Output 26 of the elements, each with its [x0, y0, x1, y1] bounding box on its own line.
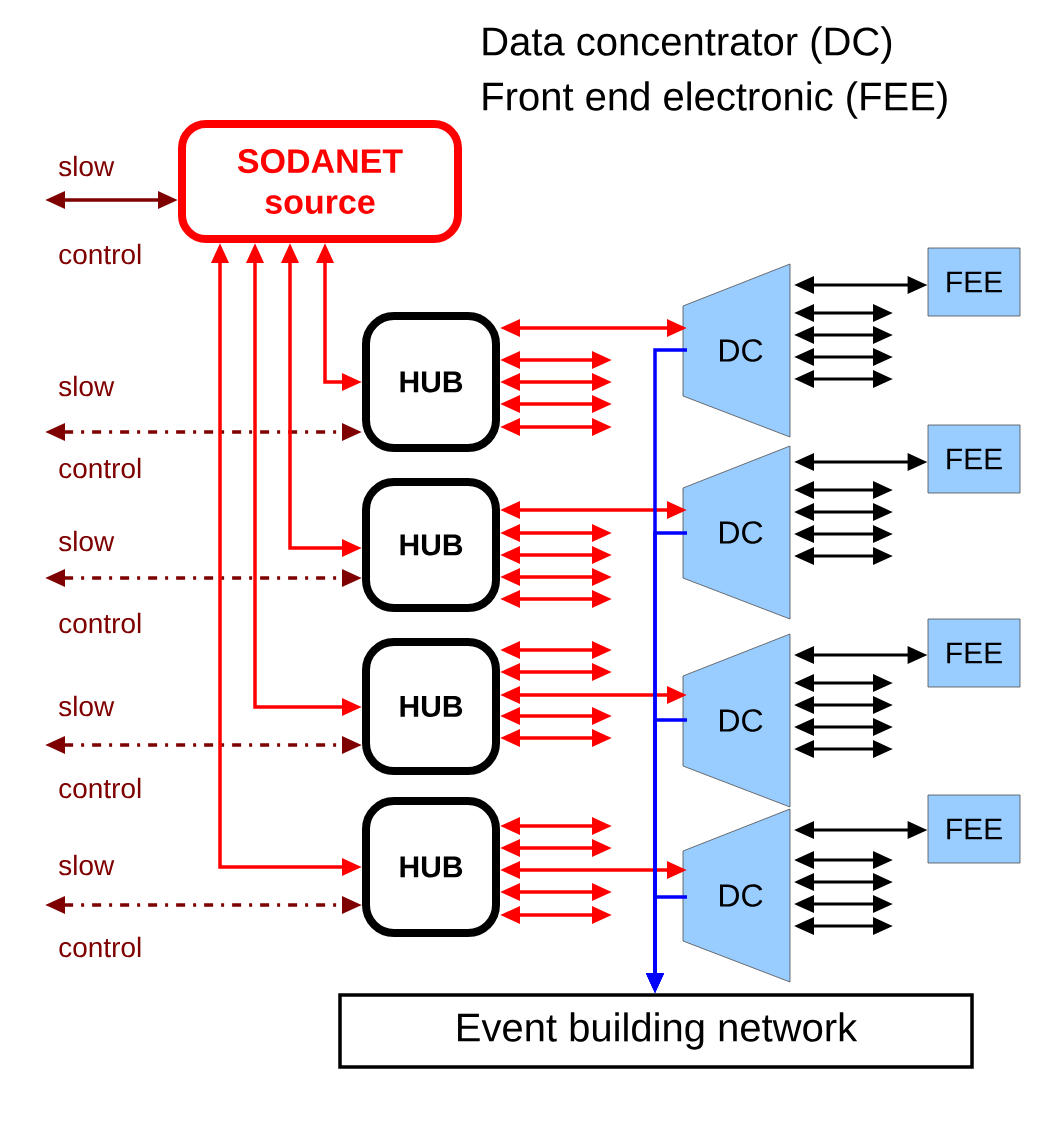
- note-text: Front end electronic (FEE): [483, 81, 947, 119]
- concentrator-trapezoid: DC: [682, 808, 791, 983]
- fee-box: FEE: [927, 618, 1021, 688]
- concentrator-trapezoid: DC: [682, 263, 791, 438]
- signal-label: slow: [59, 695, 115, 717]
- hub-box: HUB: [362, 312, 500, 452]
- hub-box: HUB: [362, 478, 500, 612]
- signal-label: control: [59, 612, 141, 634]
- fee-box: FEE: [927, 794, 1021, 864]
- fee-box: FEE: [927, 424, 1021, 494]
- signal-label: control: [59, 243, 141, 265]
- signal-label: slow: [59, 854, 115, 876]
- signal-label: slow: [59, 530, 115, 552]
- concentrator-trapezoid: DC: [682, 633, 791, 808]
- signal-label: slow: [59, 155, 115, 177]
- signal-label: control: [59, 777, 141, 799]
- hub-box: HUB: [362, 638, 500, 775]
- fee-box: FEE: [927, 247, 1021, 317]
- concentrator-trapezoid: DC: [682, 445, 791, 620]
- signal-label: control: [59, 936, 141, 958]
- network-box: Event building network: [338, 993, 974, 1069]
- hub-box: HUB: [362, 797, 500, 937]
- source-box: SODANET source: [178, 120, 462, 243]
- note-text: Data concentrator (DC): [483, 26, 892, 64]
- signal-label: control: [59, 457, 141, 479]
- signal-label: slow: [59, 375, 115, 397]
